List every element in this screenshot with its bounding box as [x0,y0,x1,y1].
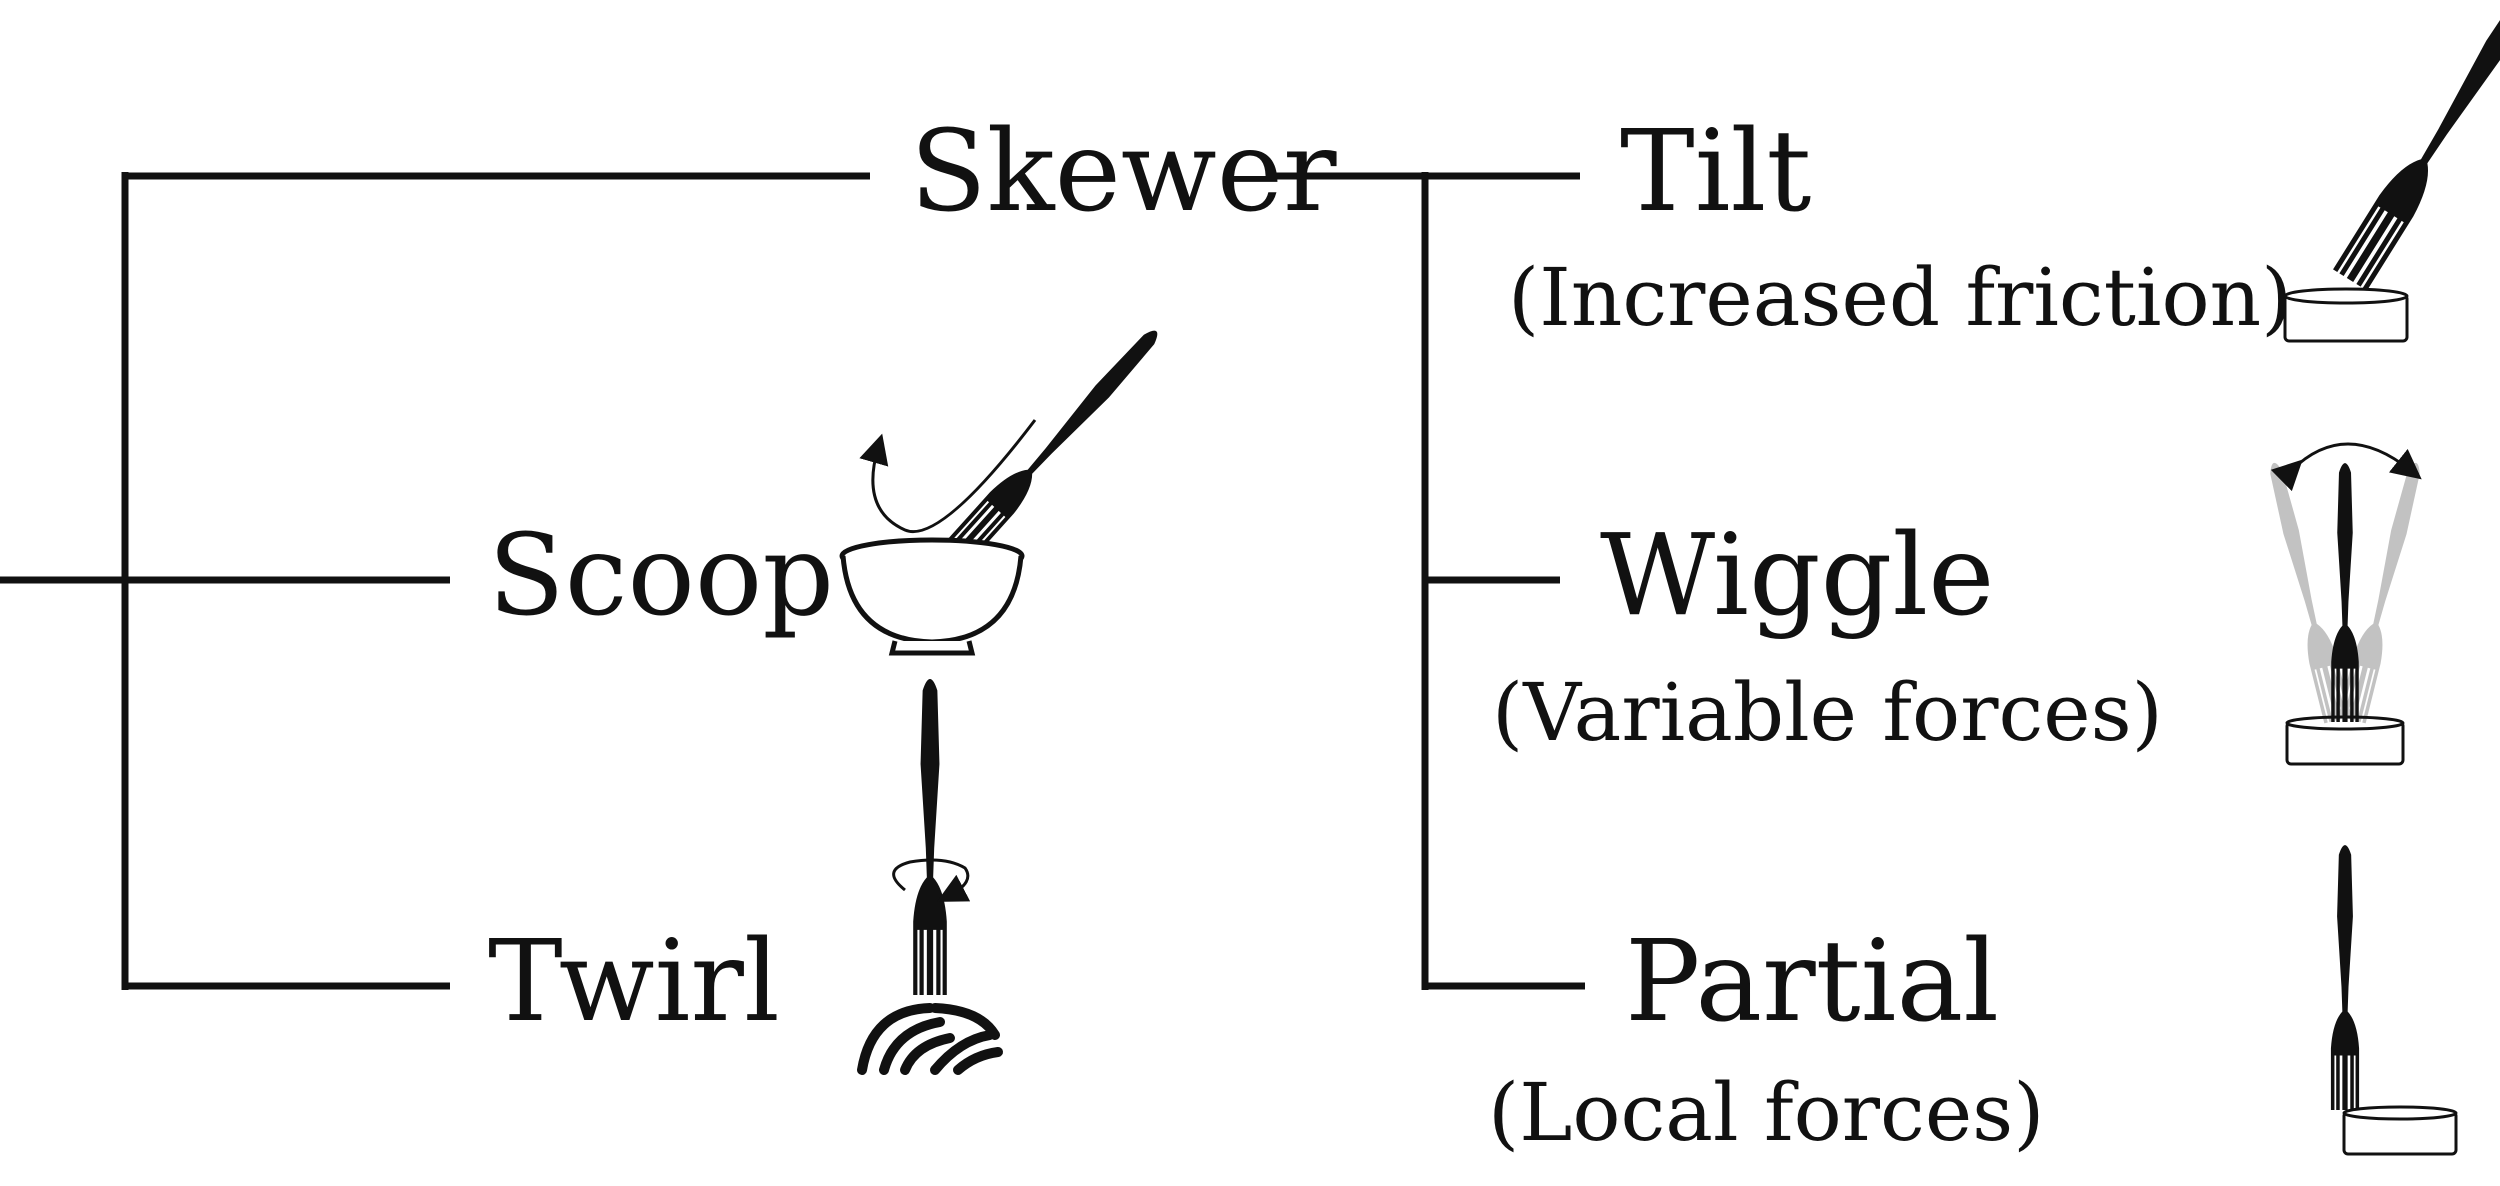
skewer-label: Skewer [910,107,1337,237]
tilt-note: (Increased friction) [1508,251,2292,344]
tilt-label: Tilt [1620,107,1811,237]
wiggle-note: (Variable forces) [1492,666,2163,759]
fork-twirl-noodles-icon [857,678,1003,1075]
fork-wiggle-food-icon [2260,442,2430,766]
partial-label: Partial [1625,917,1999,1047]
tree-connectors [0,172,1585,990]
scoop-label: Scoop [488,511,834,641]
fork-partial-food-icon [2330,845,2458,1156]
twirl-label: Twirl [488,917,780,1047]
wiggle-label: Wiggle [1600,511,1994,641]
partial-note: (Local forces) [1488,1066,2044,1159]
fork-bowl-scoop-icon [839,320,1169,656]
fork-tilt-food-icon [2283,0,2500,343]
